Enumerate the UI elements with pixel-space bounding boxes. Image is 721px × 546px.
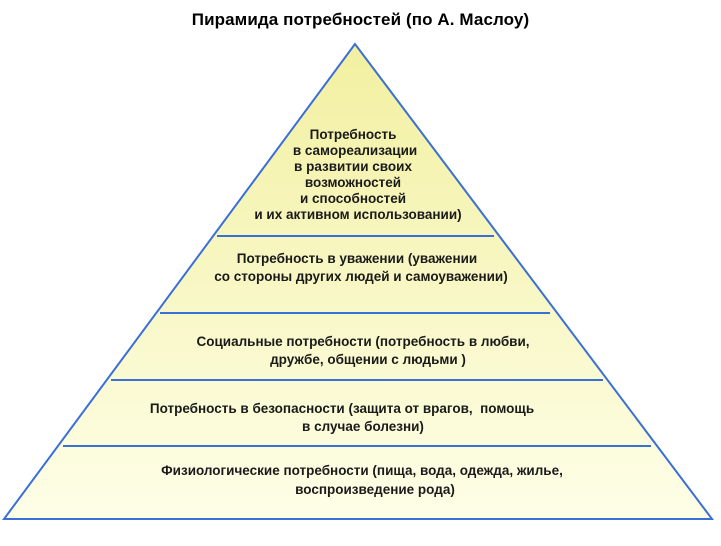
level-self-actualization: Потребность в самореализации в развитии … [254,127,461,222]
level-social: Социальные потребности (потребность в лю… [196,334,529,367]
level-line: и их активном использовании) [254,207,461,222]
level-line: Социальные потребности (потребность в лю… [196,334,529,349]
level-line: и способностей [300,191,406,206]
level-line: в самореализации [293,143,417,158]
level-line: со стороны других людей и самоуважении) [214,269,507,284]
level-line: Потребность [310,127,397,142]
level-line: в случае болезни) [302,419,424,434]
level-line: дружбе, общении с людьми ) [270,352,466,367]
page-title: Пирамида потребностей (по А. Маслоу) [191,10,530,29]
level-physiological: Физиологические потребности (пища, вода,… [161,463,563,497]
level-line: Физиологические потребности (пища, вода,… [161,463,563,478]
level-line: в развитии своих [294,159,412,174]
level-line: Потребность в уважении (уважении [237,251,477,266]
level-safety: Потребность в безопасности (защита от вр… [150,401,534,434]
level-esteem: Потребность в уважении (уважении со стор… [214,251,507,284]
level-line: Потребность в безопасности (защита от вр… [150,401,534,416]
level-line: воспроизведение рода) [295,482,455,497]
level-line: возможностей [305,175,401,190]
pyramid-body [2,42,715,520]
